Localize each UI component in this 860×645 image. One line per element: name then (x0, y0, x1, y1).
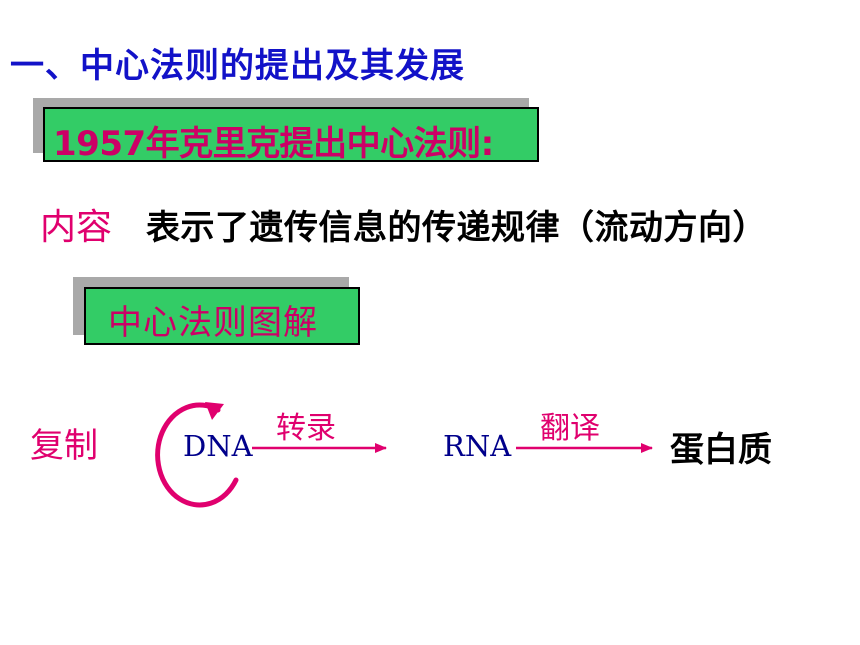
crick-banner-text: 1957年克里克提出中心法则: (53, 124, 494, 164)
section-heading: 一、中心法则的提出及其发展 (10, 46, 465, 86)
protein-label: 蛋白质 (670, 430, 772, 470)
replication-label: 复制 (30, 426, 98, 466)
rna-label: RNA (443, 429, 512, 463)
crick-banner: 1957年克里克提出中心法则: (43, 107, 539, 164)
diagram-banner-text: 中心法则图解 (108, 303, 318, 343)
translation-label: 翻译 (540, 411, 600, 446)
replication-arrowhead (205, 402, 224, 420)
dna-label: DNA (183, 429, 253, 463)
replication-loop-arrow (155, 402, 239, 508)
transcription-label: 转录 (276, 411, 336, 446)
content-text: 表示了遗传信息的传递规律（流动方向） (146, 208, 767, 248)
content-label: 内容 (40, 207, 113, 248)
diagram-banner: 中心法则图解 (84, 287, 360, 345)
